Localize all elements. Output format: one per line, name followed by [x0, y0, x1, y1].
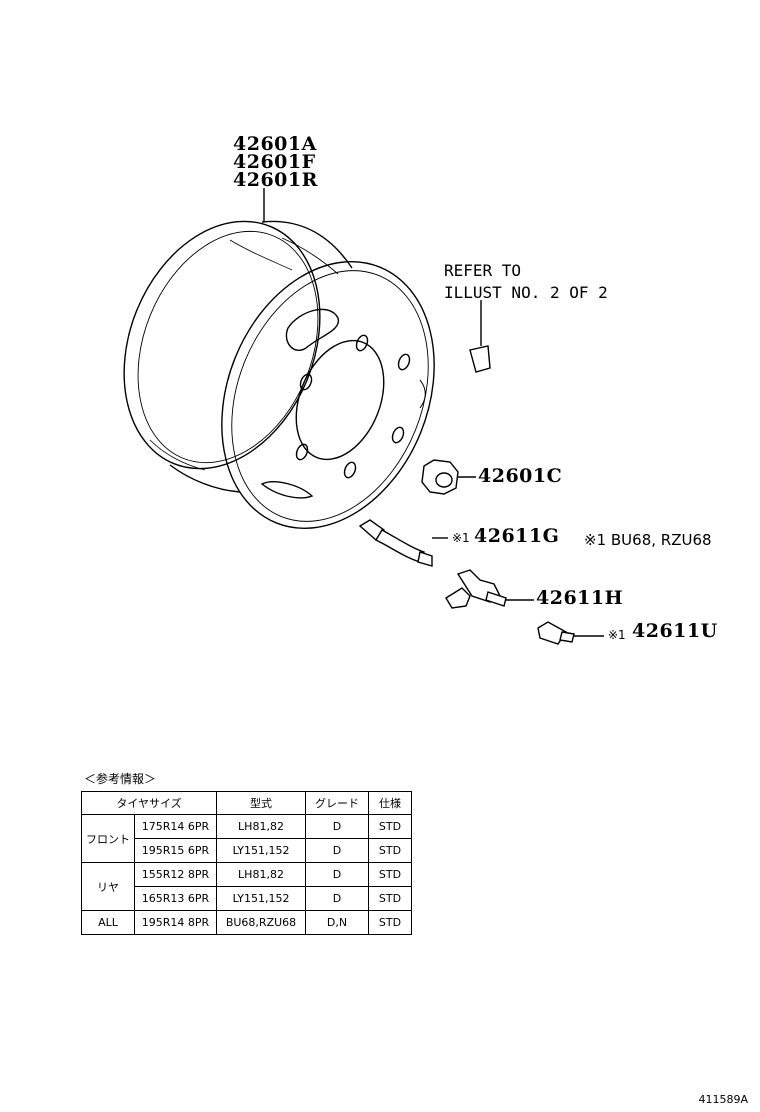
cell-size: 155R12 8PR [134, 862, 217, 887]
header-grade: グレード [305, 791, 369, 815]
cell-size: 165R13 6PR [134, 886, 217, 911]
refer-line-1: REFER TO [444, 261, 522, 280]
wheel-nut[interactable] [421, 459, 476, 495]
group-front: フロント [81, 814, 135, 863]
group-rear: リヤ [81, 862, 135, 911]
table-row: 195R15 6PR LY151,152 D STD [82, 838, 412, 863]
cell-grade: D [305, 838, 369, 863]
cell-model: LH81,82 [216, 862, 306, 887]
valve-u-mark: ※1 [608, 628, 626, 642]
table-row: 165R13 6PR LY151,152 D STD [82, 886, 412, 911]
cell-spec: STD [368, 910, 412, 935]
valve-g-mark: ※1 [452, 531, 470, 545]
table-row: フロント 175R14 6PR LH81,82 D STD [81, 814, 412, 863]
header-spec: 仕様 [368, 791, 412, 815]
nut-label: 42601C [478, 465, 563, 487]
clamp-label: 42611H [536, 587, 624, 609]
refer-arrow [469, 300, 491, 373]
valve-g-label: 42611G [474, 525, 560, 547]
reference-table: タイヤサイズ 型式 グレード 仕様 フロント 175R14 6PR LH81,8… [81, 791, 412, 935]
cell-spec: STD [368, 862, 412, 887]
valve-clamp[interactable] [445, 569, 534, 609]
parts-diagram [89, 188, 604, 645]
cell-size: 175R14 6PR [134, 814, 217, 839]
valve-u-label: 42611U [632, 620, 718, 642]
valve-stem-g[interactable] [358, 519, 448, 567]
valve-u[interactable] [537, 621, 604, 645]
table-row: リヤ 155R12 8PR LH81,82 D STD [81, 862, 412, 911]
cell-grade: D [305, 814, 369, 839]
cell-spec: STD [368, 838, 412, 863]
header-model: 型式 [216, 791, 306, 815]
cell-grade: D,N [305, 910, 369, 935]
cell-spec: STD [368, 814, 412, 839]
cell-spec: STD [368, 886, 412, 911]
cell-grade: D [305, 886, 369, 911]
wheel-label-a: 42601A [233, 133, 317, 155]
cell-model: LY151,152 [216, 886, 306, 911]
refer-line-2: ILLUST NO. 2 OF 2 [444, 283, 608, 302]
table-row: ALL 195R14 8PR BU68,RZU68 D,N STD [81, 910, 412, 935]
wheel-label-r: 42601R [233, 169, 318, 191]
wheel-rim[interactable] [89, 192, 473, 561]
cell-model: LY151,152 [216, 838, 306, 863]
cell-size: 195R14 8PR [134, 910, 217, 935]
cell-model: BU68,RZU68 [216, 910, 306, 935]
wheel-label-f: 42601F [233, 151, 316, 173]
header-tire-size: タイヤサイズ [81, 791, 217, 815]
group-all: ALL [81, 910, 135, 935]
cell-size: 195R15 6PR [134, 838, 217, 863]
table-header-row: タイヤサイズ 型式 グレード 仕様 [81, 791, 412, 815]
illustration-code: 411589A [698, 1093, 748, 1106]
cell-grade: D [305, 862, 369, 887]
cell-model: LH81,82 [216, 814, 306, 839]
model-note: ※1 BU68, RZU68 [584, 531, 712, 549]
reference-title: ＜参考情報＞ [84, 772, 157, 786]
